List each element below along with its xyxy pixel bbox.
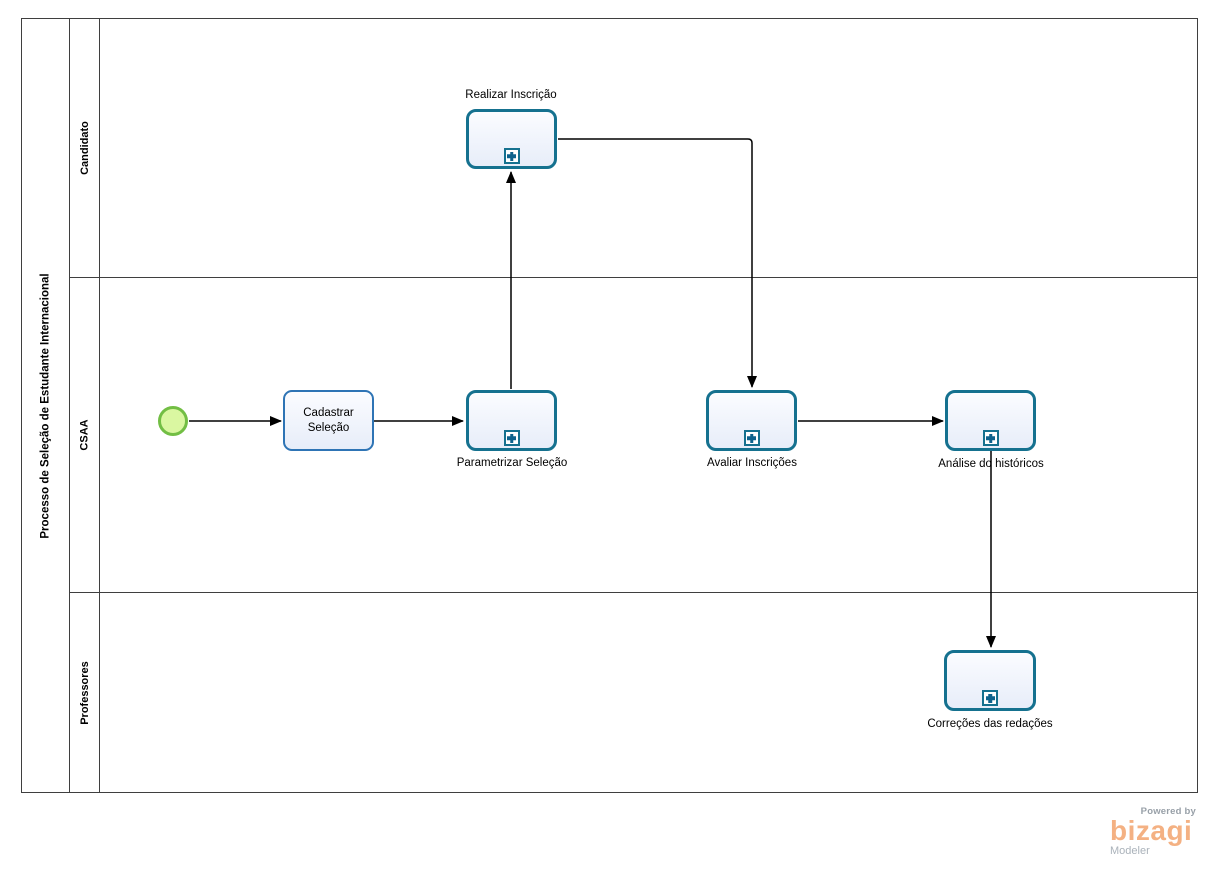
bizagi-wordmark: bizagi	[1110, 815, 1193, 846]
modeler-text: Modeler	[1110, 845, 1150, 857]
subprocess-correcoes-redacoes[interactable]	[944, 650, 1036, 711]
lane-professores: Professores	[70, 592, 1197, 792]
subprocess-analise-historicos[interactable]	[945, 390, 1036, 451]
lane-csaa-label: CSAA	[78, 419, 91, 451]
lane-professores-label: Professores	[78, 660, 91, 725]
subprocess-plus-icon	[503, 430, 520, 446]
subprocess-avaliar-inscricoes[interactable]	[706, 390, 797, 451]
task-cadastrar-selecao-label: Cadastrar Seleção	[303, 407, 354, 434]
lane-candidato: Candidato	[70, 19, 1197, 277]
subprocess-realizar-inscricao[interactable]	[466, 109, 557, 169]
lane-professores-label-cell: Professores	[70, 593, 100, 792]
pool-title-band: Processo de Seleção de Estudante Interna…	[22, 19, 70, 792]
powered-by-text: Powered by	[1140, 806, 1196, 817]
subprocess-realizar-inscricao-label: Realizar Inscrição	[465, 89, 557, 101]
subprocess-plus-icon	[982, 690, 998, 706]
start-event[interactable]	[158, 406, 188, 436]
subprocess-plus-icon	[743, 430, 760, 446]
subprocess-avaliar-inscricoes-label: Avaliar Inscrições	[707, 457, 797, 469]
lane-csaa-label-cell: CSAA	[70, 278, 100, 592]
subprocess-correcoes-redacoes-label: Correções das redações	[927, 718, 1053, 730]
subprocess-plus-icon	[982, 430, 999, 446]
subprocess-parametrizar-selecao-label: Parametrizar Seleção	[456, 457, 568, 469]
bizagi-logo: Powered by bizagi Modeler	[1110, 806, 1196, 857]
task-cadastrar-selecao[interactable]: Cadastrar Seleção	[283, 390, 374, 451]
lane-candidato-label: Candidato	[78, 121, 91, 175]
subprocess-parametrizar-selecao[interactable]	[466, 390, 557, 451]
pool-title: Processo de Seleção de Estudante Interna…	[39, 272, 52, 539]
lane-candidato-label-cell: Candidato	[70, 19, 100, 277]
subprocess-plus-icon	[503, 148, 520, 164]
subprocess-analise-historicos-label: Análise do históricos	[938, 458, 1044, 470]
